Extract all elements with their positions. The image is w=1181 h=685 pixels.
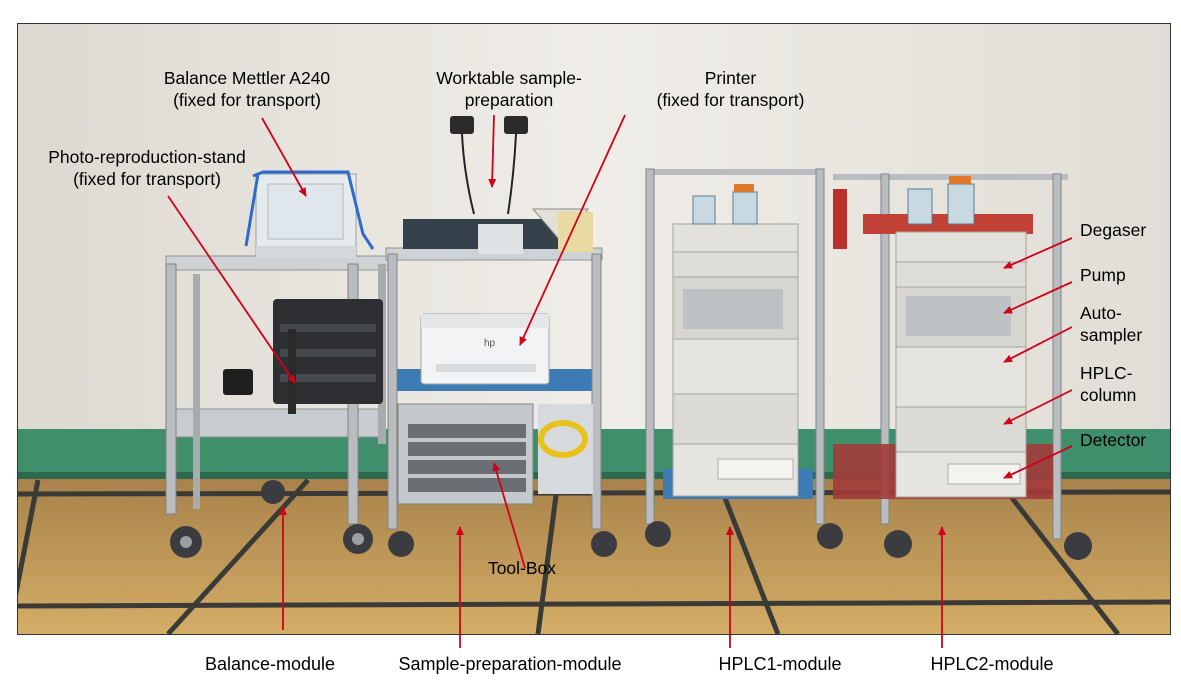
- hplc-column-label: HPLC- column: [1080, 363, 1137, 405]
- autosampler-label: Auto- sampler: [1080, 303, 1143, 345]
- pump-label: Pump: [1080, 265, 1126, 285]
- worktable-label: Worktable sample- preparation: [436, 68, 582, 110]
- printer-label: Printer (fixed for transport): [656, 68, 805, 110]
- photo-stand-label: Photo-reproduction-stand (fixed for tran…: [48, 147, 246, 189]
- hplc1-module-caption: HPLC1-module: [718, 654, 842, 674]
- printer-brand: hp: [484, 338, 496, 349]
- sample-prep-module-caption: Sample-preparation-module: [398, 654, 622, 674]
- detector-label: Detector: [1080, 430, 1147, 450]
- photo-illustration: hp: [18, 24, 1170, 634]
- balance-module-caption: Balance-module: [204, 654, 336, 674]
- toolbox-label: Tool-Box: [487, 558, 557, 578]
- degaser-label: Degaser: [1080, 220, 1147, 240]
- hplc2-module-caption: HPLC2-module: [930, 654, 1054, 674]
- equipment-photo: hp: [17, 23, 1171, 635]
- hplc1-module-cart: [645, 168, 843, 549]
- balance-label: Balance Mettler A240 (fixed for transpor…: [163, 68, 331, 110]
